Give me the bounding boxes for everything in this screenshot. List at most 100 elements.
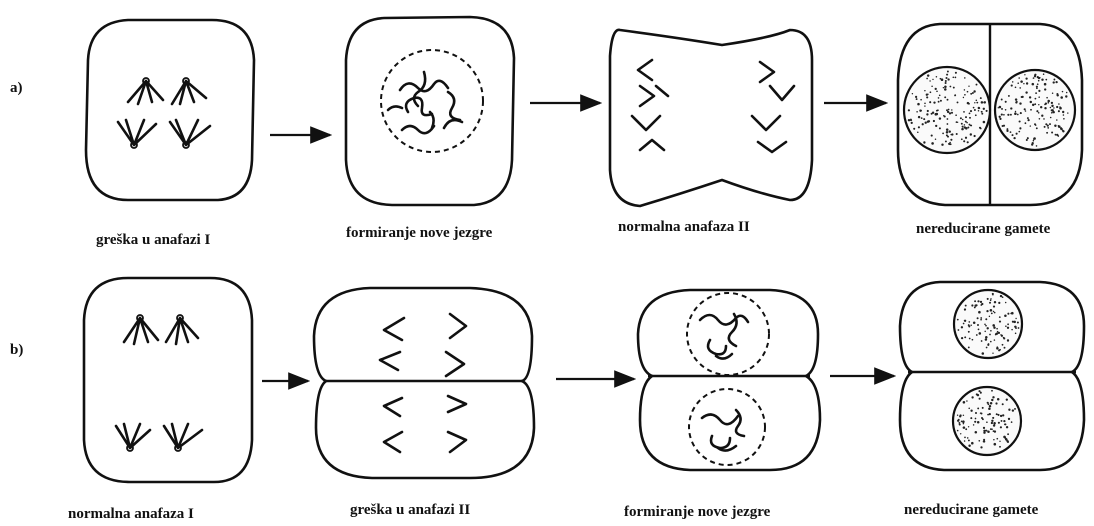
stipple-dot [963,97,964,98]
stipple-dot [1006,426,1008,428]
stipple-dot [974,304,976,306]
stipple-dot [924,90,925,91]
stipple-dot [974,135,976,137]
stipple-dot [982,418,984,420]
stipple-dot [1002,403,1004,405]
stipple-dot [948,109,950,111]
stipple-dot [923,118,925,120]
stipple-dot [974,102,975,103]
stipple-dot [929,80,930,81]
stipple-dot [1041,115,1043,117]
stipple-dot [967,437,969,439]
stipple-dot [927,121,929,123]
stipple-dot [1007,441,1009,443]
stipple-dot [1051,131,1053,133]
stipple-dot [927,110,929,112]
stipple-dot [1045,102,1047,104]
stipple-dot [1008,409,1010,411]
stipple-dot [975,114,977,116]
stipple-dot [931,85,933,87]
stipple-dot [993,439,994,440]
stipple-dot [969,338,971,340]
stipple-dot [1035,98,1037,100]
stipple-dot [977,317,979,319]
stipple-dot [1007,114,1009,116]
stipple-dot [1006,398,1008,400]
stipple-dot [943,87,944,88]
stipple-dot [999,316,1001,318]
cell-b3-new-nucleus [638,290,820,470]
stipple-dot [1019,87,1021,89]
stipple-dot [1016,101,1018,103]
stipple-dot [945,77,947,79]
stipple-dot [978,110,980,112]
row-a-marker: a) [10,80,23,96]
stipple-dot [985,338,987,340]
stipple-dot [956,121,958,123]
caption-a3: normalna anafaza II [618,219,750,235]
stipple-dot [1067,112,1068,113]
stipple-dot [1002,344,1004,346]
stipple-dot [961,138,963,140]
stipple-dot [910,118,912,120]
stipple-dot [981,111,983,113]
stipple-dot [971,304,973,306]
stipple-dot [1003,420,1005,422]
stipple-dot [989,316,990,317]
stipple-dot [963,323,965,325]
stipple-dot [963,140,965,142]
stipple-dot [980,128,982,130]
stipple-dot [1010,131,1012,133]
stipple-dot [1051,105,1053,107]
stipple-dot [998,332,1000,334]
stipple-dot [1036,86,1038,88]
stipple-dot [986,310,988,312]
stipple-dot [939,127,941,129]
stipple-dot [946,131,949,134]
stipple-dot [1033,140,1035,142]
stipple-dot [961,123,963,125]
stipple-dot [1027,137,1029,139]
stipple-dot [971,396,973,398]
stipple-dot [966,400,968,402]
stipple-dot [946,128,949,131]
stipple-dot [1033,77,1035,79]
stipple-dot [985,430,987,432]
cell-a2-new-nucleus [346,17,514,205]
stipple-dot [970,110,972,112]
stipple-dot [1014,408,1016,410]
stipple-dot [998,349,1000,351]
stipple-dot [986,347,988,349]
stipple-dot [982,352,985,355]
stipple-dot [1003,114,1005,116]
stipple-dot [996,413,998,415]
stipple-dot [970,125,971,126]
stipple-dot [964,440,966,442]
stipple-dot [996,328,998,330]
stipple-dot [1032,104,1034,106]
stipple-dot [947,123,949,125]
stipple-dot [999,118,1001,120]
stipple-dot [976,84,978,86]
stipple-dot [946,74,948,76]
stipple-dot [1020,112,1022,114]
stipple-dot [1018,327,1020,329]
caption-b1: normalna anafaza I [68,506,194,522]
stipple-dot [990,402,993,405]
stipple-dot [994,430,996,432]
stipple-dot [1055,134,1057,136]
stipple-dot [1031,143,1033,145]
stipple-dot [1010,114,1012,116]
stipple-dot [911,122,913,124]
stipple-dot [947,99,949,101]
stipple-dot [1023,83,1024,84]
stipple-dot [991,422,993,424]
stipple-dot [972,339,974,341]
stipple-dot [958,422,960,424]
stipple-dot [1025,91,1027,93]
stipple-dot [976,334,978,336]
stipple-dot [968,408,970,410]
stipple-dot [972,92,974,94]
stipple-dot [1039,118,1041,120]
stipple-dot [947,78,949,80]
